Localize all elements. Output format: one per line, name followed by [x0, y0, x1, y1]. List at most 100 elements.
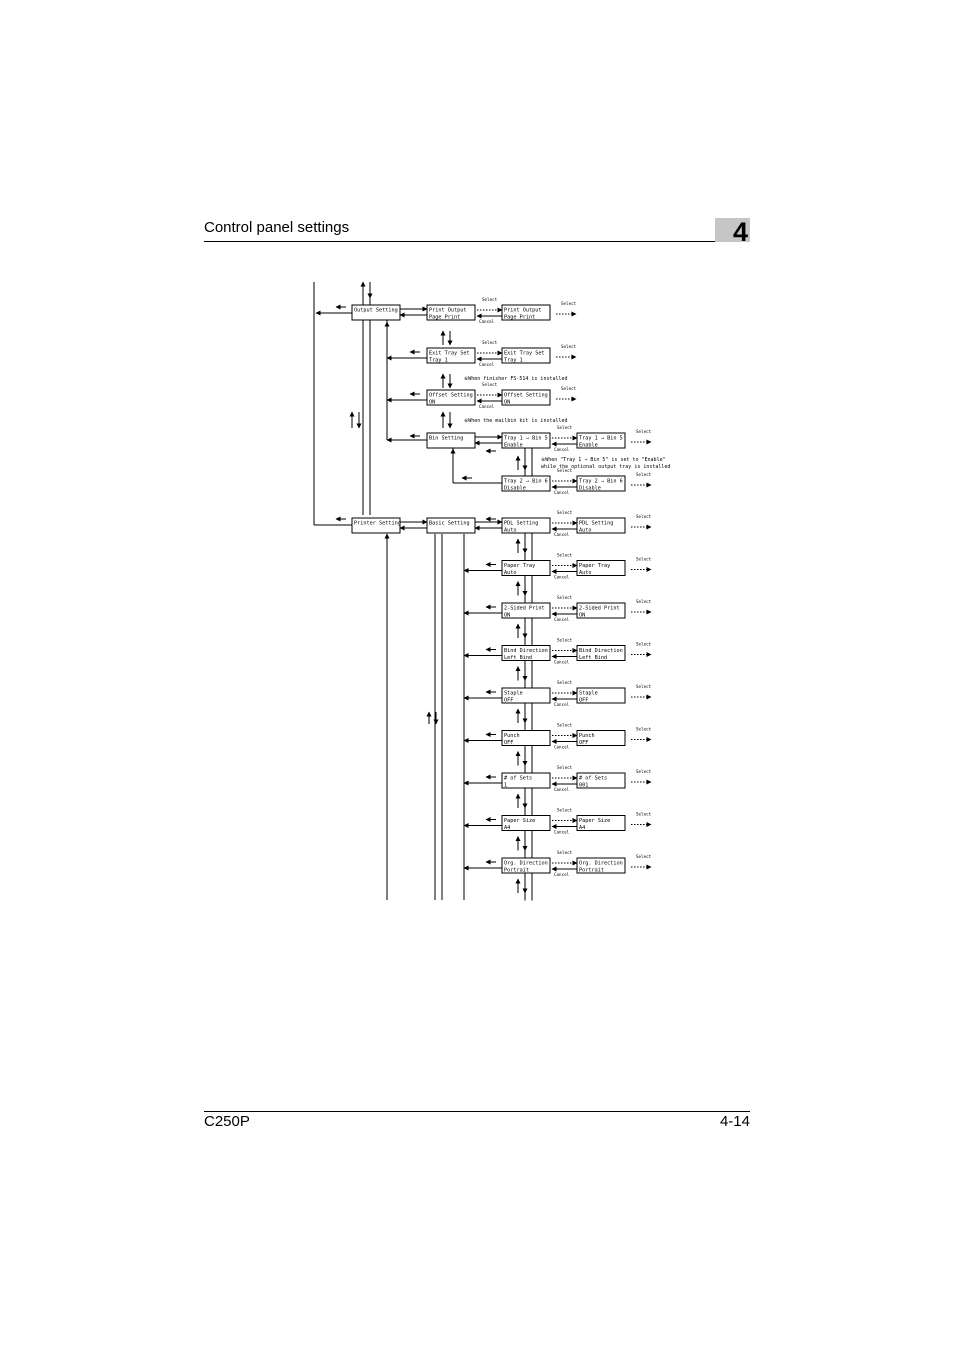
output-select-0-line2: Page Print	[504, 315, 535, 321]
basic-item-4-line1: Staple	[504, 691, 523, 697]
basic-item-6-line2: 1	[504, 783, 507, 789]
cancel-label: Cancel	[479, 404, 495, 409]
output-item-0-line2: Page Print	[429, 315, 460, 321]
cancel-label: Cancel	[554, 490, 570, 495]
basic-item-7-line1: Paper Size	[504, 818, 535, 824]
cancel-label: Cancel	[554, 447, 570, 452]
basic-item-3	[501, 645, 551, 661]
cancel-label: Cancel	[554, 745, 570, 750]
basic-item-2	[501, 602, 551, 619]
select-label: Select	[636, 472, 652, 477]
select-label: Select	[557, 468, 573, 473]
menu-basic-setting	[426, 517, 476, 534]
bin-select-0-line2: Enable	[579, 443, 598, 449]
select-label: Select	[557, 425, 573, 430]
basic-item-4	[501, 687, 551, 704]
select-label: Select	[482, 340, 498, 345]
note-tray-line2: while the optional output tray is instal…	[541, 464, 670, 470]
basic-select-8-line2: Portrait	[579, 868, 604, 874]
output-item-0	[426, 304, 476, 321]
select-label: Select	[636, 642, 652, 647]
basic-item-2-line2: ON	[504, 613, 510, 619]
output-select-1-line1: Exit Tray Set	[504, 351, 545, 357]
footer-page-number: 4-14	[719, 1113, 750, 1130]
select-label: Select	[636, 557, 652, 562]
basic-select-0	[576, 517, 626, 534]
basic-select-7-line1: Paper Size	[579, 818, 610, 824]
basic-select-2-line2: ON	[579, 613, 585, 619]
menu-output-setting-line1: Output Setting	[354, 308, 398, 314]
select-label: Select	[636, 514, 652, 519]
cancel-label: Cancel	[479, 362, 495, 367]
basic-select-8	[576, 857, 626, 874]
basic-select-0-line2: Auto	[579, 528, 592, 534]
select-label: Select	[557, 638, 573, 643]
select-label: Select	[482, 382, 498, 387]
output-item-1-line2: Tray 1	[429, 358, 448, 364]
output-select-1	[501, 347, 551, 364]
select-label: Select	[557, 553, 573, 558]
bin-item-1-line1: Tray 2 → Bin 6	[504, 479, 548, 485]
select-label: Select	[557, 850, 573, 855]
output-select-2-line2: ON	[504, 400, 510, 406]
select-label: Select	[636, 727, 652, 732]
basic-select-3-line1: Bind Direction	[579, 648, 623, 654]
basic-item-2-line1: 2-Sided Print	[504, 606, 545, 612]
cancel-label: Cancel	[554, 830, 570, 835]
basic-item-1	[501, 560, 551, 576]
basic-item-6-line1: # of Sets	[504, 776, 532, 782]
basic-select-4	[576, 687, 626, 704]
cancel-label: Cancel	[554, 617, 570, 622]
select-label: Select	[636, 429, 652, 434]
bin-setting	[426, 432, 476, 449]
cancel-label: Cancel	[554, 532, 570, 537]
select-label: Select	[561, 301, 577, 306]
output-item-2-line2: ON	[429, 400, 435, 406]
basic-select-7	[576, 815, 626, 831]
basic-select-6-line1: # of Sets	[579, 776, 607, 782]
select-label: Select	[636, 599, 652, 604]
cancel-label: Cancel	[554, 702, 570, 707]
basic-select-0-line1: PDL Setting	[579, 521, 613, 527]
select-label: Select	[636, 769, 652, 774]
menu-printer-setting-line1: Printer Setting	[354, 521, 401, 527]
bin-setting-line1: Bin Setting	[429, 436, 463, 442]
bin-item-1	[501, 475, 551, 492]
basic-item-8	[501, 857, 551, 874]
select-label: Select	[557, 723, 573, 728]
output-item-1-line1: Exit Tray Set	[429, 351, 470, 357]
basic-select-8-line1: Org. Direction	[579, 861, 623, 867]
select-label: Select	[557, 808, 573, 813]
basic-select-5-line2: OFF	[579, 740, 588, 746]
select-label: Select	[561, 386, 577, 391]
basic-select-6-line2: 001	[579, 783, 588, 789]
select-label: Select	[482, 297, 498, 302]
select-label: Select	[636, 684, 652, 689]
bin-item-0-line2: Enable	[504, 443, 523, 449]
basic-item-1-line2: Auto	[504, 570, 517, 576]
menu-basic-setting-line1: Basic Setting	[429, 521, 470, 527]
basic-select-3-line2: Left Bind	[579, 655, 607, 661]
basic-select-6	[576, 772, 626, 789]
basic-select-4-line2: OFF	[579, 698, 588, 704]
basic-select-5-line1: Punch	[579, 733, 595, 739]
basic-item-5	[501, 730, 551, 746]
footer-model: C250P	[204, 1113, 250, 1130]
bin-item-1-line2: Disable	[504, 486, 526, 492]
cancel-label: Cancel	[554, 787, 570, 792]
output-select-1-line2: Tray 1	[504, 358, 523, 364]
basic-item-3-line2: Left Bind	[504, 655, 532, 661]
basic-item-8-line1: Org. Direction	[504, 861, 548, 867]
header-rule	[204, 241, 715, 242]
basic-item-6	[501, 772, 551, 789]
bin-select-0	[576, 432, 626, 449]
basic-select-2-line1: 2-Sided Print	[579, 606, 620, 612]
bin-item-0	[501, 432, 551, 449]
basic-select-1-line2: Auto	[579, 570, 592, 576]
basic-select-5	[576, 730, 626, 746]
basic-item-0-line1: PDL Setting	[504, 521, 538, 527]
basic-select-4-line1: Staple	[579, 691, 598, 697]
basic-item-8-line2: Portrait	[504, 868, 529, 874]
note-finisher: ※When finisher FS-514 is installed	[464, 376, 568, 382]
basic-item-7	[501, 815, 551, 831]
